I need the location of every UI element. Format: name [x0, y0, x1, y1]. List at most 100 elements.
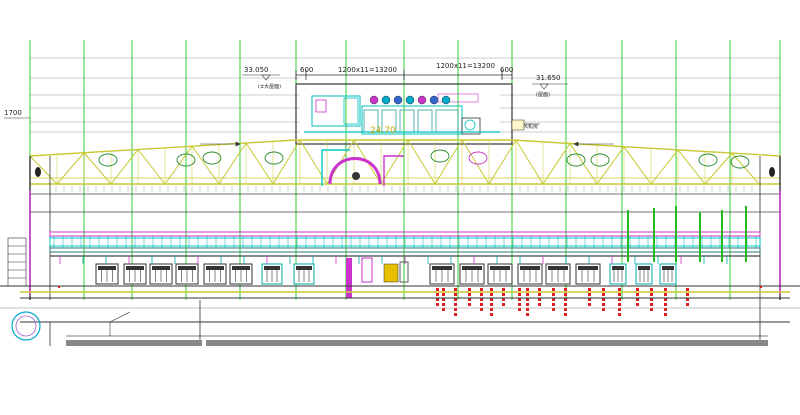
pipe-label-mark — [490, 288, 493, 291]
pipe-label-mark — [454, 298, 457, 301]
pipe-label-mark — [588, 293, 591, 296]
pipe-label-mark — [664, 288, 667, 291]
truss-diagonal — [380, 139, 409, 185]
truss-duct-ellipse — [468, 151, 488, 165]
pipe-label-mark — [526, 308, 529, 311]
right-pipe-risers — [627, 206, 747, 262]
pipe-label-mark — [636, 293, 639, 296]
elevation-note-right: (屋面) — [536, 92, 550, 98]
equipment-unit — [517, 263, 543, 285]
pipe-label-mark — [564, 293, 567, 296]
pipe-label-mark — [602, 298, 605, 301]
rooftop-plant-room: 24.70 排风机房 — [295, 83, 540, 145]
pipe-label-mark — [526, 288, 529, 291]
fan-symbol — [441, 95, 451, 105]
pipe-label-mark — [636, 303, 639, 306]
equipment-unit — [293, 263, 315, 285]
pipe-label-mark — [490, 313, 493, 316]
truss-duct-ellipse — [590, 153, 610, 167]
pipe-label-mark — [588, 298, 591, 301]
ground-floor-equipment — [59, 256, 728, 285]
elevation-note-left: (±大屋面) — [258, 83, 281, 90]
pipe-label-mark — [538, 288, 541, 291]
pipe-label-mark — [468, 293, 471, 296]
equipment-unit — [203, 263, 227, 285]
pipe-label-mark — [588, 288, 591, 291]
plant-room-elevation: 24.70 — [370, 126, 396, 136]
equipment-unit — [229, 263, 253, 285]
pipe-label-mark — [664, 298, 667, 301]
pipe-label-mark — [552, 293, 555, 296]
pipe-label-mark — [526, 293, 529, 296]
ground-floor-slab — [0, 285, 800, 346]
pipe-label-mark — [502, 293, 505, 296]
dimension-offset-right: 600 — [500, 66, 513, 74]
pipe-label-mark — [650, 298, 653, 301]
pipe-label-mark — [618, 303, 621, 306]
pipe-label-mark — [618, 293, 621, 296]
pipe-label-mark — [454, 313, 457, 316]
pipe-label-mark — [618, 308, 621, 311]
left-electrical-panel — [7, 237, 27, 287]
pipe-label-mark — [490, 308, 493, 311]
truss-diagonal — [434, 139, 463, 185]
pipe-label-mark — [664, 303, 667, 306]
truss-diagonal — [650, 149, 679, 185]
pipe-label-mark — [526, 298, 529, 301]
pipe-label-mark — [480, 308, 483, 311]
pipe-label-mark — [468, 303, 471, 306]
pipe-label-mark — [650, 308, 653, 311]
truss-duct-ellipse — [264, 151, 284, 165]
pipe-label-mark — [664, 313, 667, 316]
building-walls — [29, 156, 781, 300]
truss-diagonal — [596, 146, 625, 185]
truss-duct-ellipse — [730, 155, 750, 169]
pipe-label-mark — [436, 303, 439, 306]
equipment-unit — [609, 263, 627, 285]
pipe-label-mark — [538, 298, 541, 301]
truss-duct-ellipse — [430, 149, 450, 163]
pipe-label-mark — [650, 288, 653, 291]
pipe-label-mark — [602, 308, 605, 311]
pipe-label-mark — [588, 303, 591, 306]
truss-diagonal — [542, 143, 571, 185]
equipment-unit — [261, 263, 283, 285]
truss-duct-ellipse — [202, 151, 222, 165]
truss-diagonal — [218, 142, 247, 185]
pipe-label-mark — [454, 308, 457, 311]
pipe-label-mark — [502, 303, 505, 306]
truss-duct-ellipse — [176, 153, 196, 167]
equipment-unit — [429, 263, 455, 285]
pipe-label-mark — [436, 288, 439, 291]
pipe-label-mark — [552, 288, 555, 291]
pipe-label-mark — [564, 303, 567, 306]
elevation-marker-left: 33.050 (±大屋面) — [242, 66, 281, 90]
fan-symbol — [369, 95, 379, 105]
elevation-marker-right: 31.650 (屋面) — [532, 74, 568, 98]
elevation-value-right: 31.650 — [536, 74, 561, 82]
roof-reference-lines — [30, 57, 780, 133]
truss-diagonal — [137, 149, 166, 185]
pipe-label-mark — [454, 288, 457, 291]
pipe-label-mark — [552, 298, 555, 301]
pipe-label-mark — [602, 293, 605, 296]
pipe-label-mark — [564, 288, 567, 291]
pipe-label-mark — [538, 293, 541, 296]
pipe-label-columns — [436, 288, 689, 316]
fan-symbols — [369, 95, 451, 105]
equipment-unit — [575, 263, 601, 285]
pipe-label-mark — [618, 313, 621, 316]
pipe-label-mark — [442, 308, 445, 311]
pipe-label-mark — [564, 308, 567, 311]
pipe-label-mark — [480, 298, 483, 301]
fan-symbol — [381, 95, 391, 105]
pipe-label-mark — [538, 303, 541, 306]
equipment-unit — [659, 263, 677, 285]
pipe-label-mark — [618, 288, 621, 291]
equipment-unit — [123, 263, 147, 285]
equipment-unit — [95, 263, 119, 285]
fan-symbol — [405, 95, 415, 105]
pipe-label-mark — [526, 303, 529, 306]
truss-diagonal — [29, 155, 58, 185]
